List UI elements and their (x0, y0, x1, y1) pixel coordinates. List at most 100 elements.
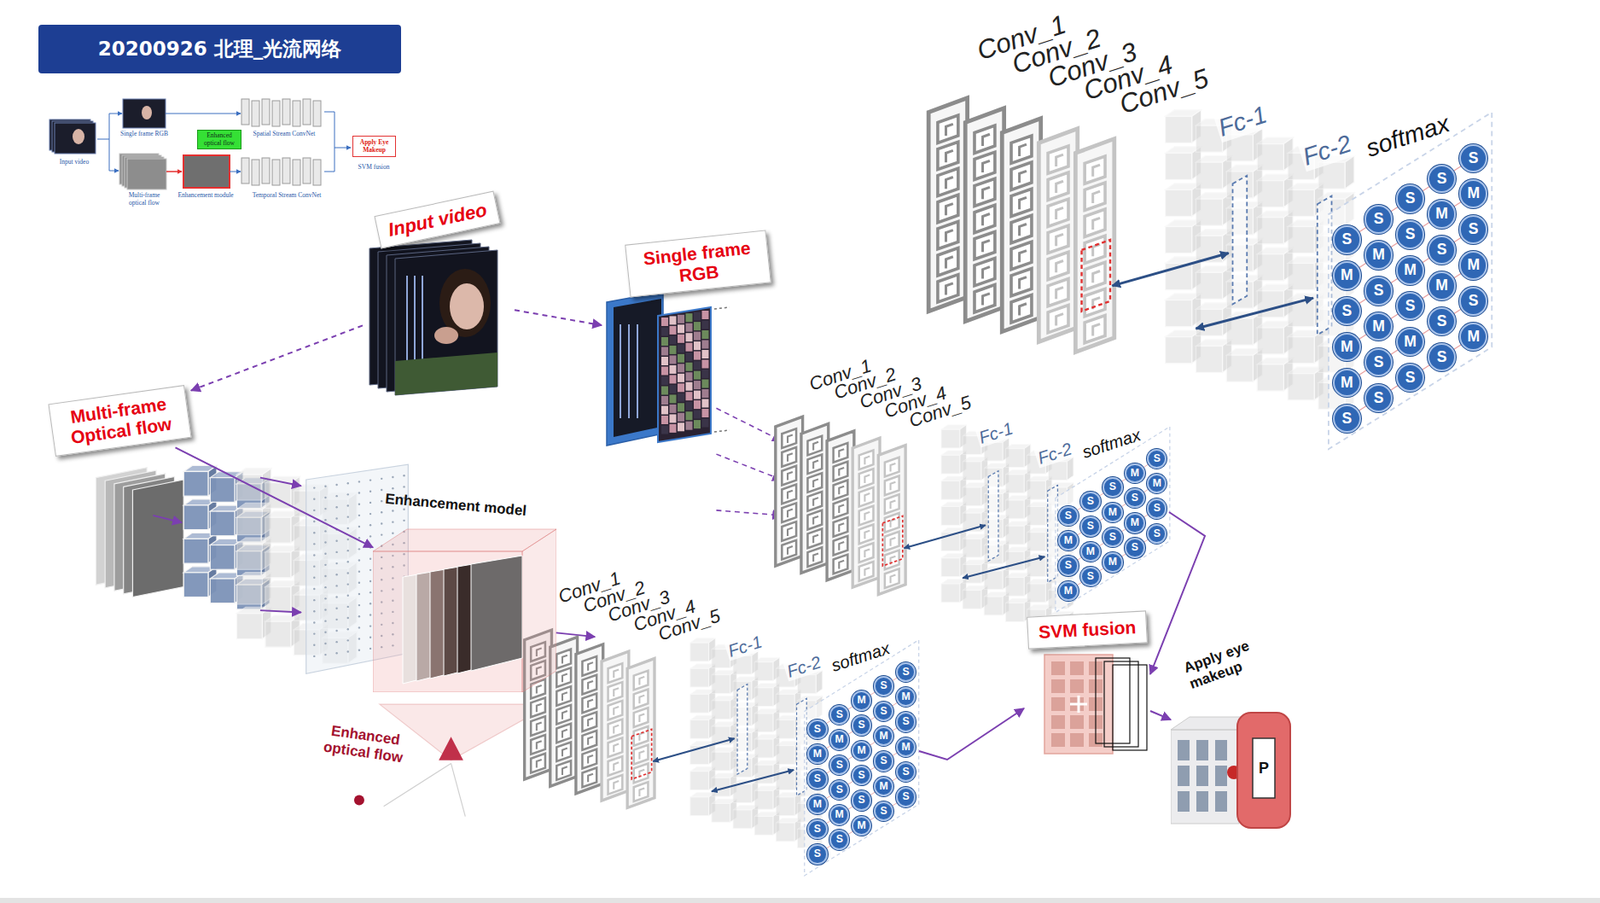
flow-dot (347, 628, 350, 630)
pixel-block (669, 395, 677, 404)
flow-arrow (152, 515, 181, 523)
flow-dot (358, 547, 361, 550)
cube-front (690, 693, 710, 713)
cube-front (962, 487, 982, 507)
flow-dot (369, 478, 372, 481)
pixel-block (661, 327, 669, 337)
softmax-plane (1328, 112, 1492, 450)
kernel-square (1084, 261, 1106, 290)
rgb-slab (606, 291, 664, 446)
flow-dot (369, 636, 372, 639)
rgb-link (715, 510, 782, 516)
flow-dot (313, 610, 315, 612)
kernel-mark (1019, 144, 1027, 157)
cube-front (1165, 226, 1193, 253)
kernel-mark (945, 176, 953, 189)
pixel-block (702, 330, 710, 339)
rgb-frame (657, 307, 711, 443)
flow-dot (391, 520, 394, 523)
softmax-unit: S (1332, 225, 1362, 255)
pixel-block (669, 384, 677, 394)
flow-dot (335, 483, 338, 486)
kernel-mark (813, 516, 819, 525)
pixel-block (702, 399, 710, 408)
kernel-mark (983, 186, 990, 199)
thumb-caption: Input video (48, 158, 100, 167)
softmax-unit: S (1102, 477, 1123, 497)
cube-front (209, 578, 235, 604)
flow-dot (369, 490, 372, 493)
box-label: Apply Eye Makeup (352, 135, 396, 158)
hair (439, 268, 491, 338)
kernel-square (530, 698, 546, 718)
softmax-unit: M (1427, 271, 1457, 301)
convnet (928, 98, 1492, 449)
kernel-mark (864, 567, 870, 576)
cube-front (754, 816, 774, 836)
flow-arrow (175, 447, 373, 547)
flow-dot (358, 514, 361, 517)
output-cell (1177, 739, 1190, 761)
softmax-unit: S (1146, 498, 1167, 518)
conv-panel (576, 644, 604, 794)
leader-line (451, 762, 466, 816)
flow-dot (391, 509, 394, 512)
conv-panel (965, 108, 1004, 322)
thumb-layer (241, 157, 250, 184)
pixel-block (677, 364, 685, 373)
flow-dot (335, 540, 338, 542)
node-figure (372, 517, 557, 693)
softmax-unit: M (829, 804, 850, 825)
frame-streak (628, 324, 630, 419)
flow-dot (335, 651, 338, 654)
callout-sign: Multi-frame Optical flow (47, 384, 192, 457)
pixel-block (686, 323, 693, 332)
kernel-square (556, 649, 571, 670)
pixel-block (693, 371, 701, 380)
kernel-mark (1019, 170, 1027, 183)
cube-side (815, 669, 823, 693)
callout-sign: Single frame RGB (624, 229, 772, 297)
cube-front (1026, 480, 1046, 500)
kernel-mark (864, 493, 870, 502)
fc-arrow (652, 738, 734, 762)
kernel-mark (587, 736, 594, 745)
thumb-layer (313, 100, 321, 127)
kernel-square (781, 428, 797, 448)
svm-cell (1070, 715, 1084, 729)
flow-dot (324, 529, 326, 532)
cube-front (754, 790, 774, 809)
kernel-mark (613, 669, 619, 678)
output-cell (1215, 739, 1228, 761)
thumb-layer (302, 157, 311, 184)
fc-plane (988, 471, 999, 561)
cube-front (962, 538, 982, 558)
cube-front (941, 583, 960, 603)
video-frame (395, 250, 498, 396)
flow-dot (402, 519, 405, 522)
flow-dot (347, 527, 350, 530)
receptive-field (631, 728, 652, 780)
kernel-mark (864, 512, 870, 521)
kernel-square (937, 141, 959, 169)
softmax-unit: S (1364, 384, 1394, 414)
kernel-mark (945, 150, 953, 163)
flow-dot (313, 553, 315, 556)
kernel-square (1084, 156, 1106, 184)
kernel-mark (945, 123, 953, 136)
pixel-block (677, 334, 685, 344)
kernel-mark (536, 759, 542, 768)
thumb-wire (97, 139, 110, 140)
flow-dot (391, 487, 394, 489)
pixel-block (669, 336, 677, 345)
pixel-block (669, 404, 677, 414)
kernel-mark (536, 685, 542, 694)
kernel-mark (562, 766, 568, 775)
softmax-unit: S (896, 786, 916, 807)
flow-dot (402, 474, 405, 477)
svm-cell (1051, 733, 1065, 747)
kernel-square (937, 194, 959, 222)
flow-dot (335, 573, 338, 576)
pixel-block (693, 351, 701, 361)
kernel-mark (813, 535, 819, 544)
